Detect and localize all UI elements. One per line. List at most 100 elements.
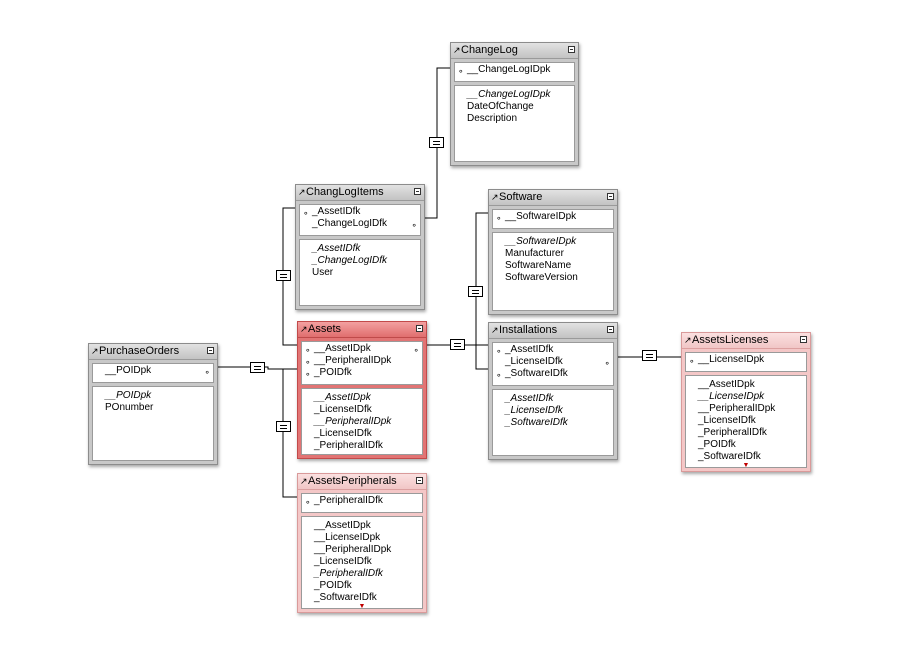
table-assetsperipherals[interactable]: ↗AssetsPeripherals ∘_PeripheralIDfk __Asse… <box>297 473 427 613</box>
table-assetslicenses[interactable]: ↗AssetsLicenses ∘__LicenseIDpk __AssetIDpk… <box>681 332 811 472</box>
relationship-line-assets-assetsperipherals[interactable] <box>282 368 297 498</box>
field-name[interactable]: __LicenseIDpk <box>314 532 381 543</box>
field-name[interactable]: _LicenseIDfk <box>505 405 563 416</box>
expand-arrow-icon[interactable]: ↗ <box>91 346 99 356</box>
key-field-dot-icon: ∘ <box>496 370 502 380</box>
more-fields-arrow-icon[interactable]: ▼ <box>358 603 366 610</box>
field-name[interactable]: _PeripheralIDfk <box>314 568 383 579</box>
equals-join-icon[interactable] <box>429 137 444 148</box>
equals-join-icon[interactable] <box>276 270 291 281</box>
field-name[interactable]: POnumber <box>105 402 154 413</box>
table-header[interactable]: ↗PurchaseOrders <box>89 344 217 360</box>
collapse-toggle-icon[interactable] <box>607 193 614 200</box>
key-field[interactable]: ∘_SoftwareIDfk <box>496 368 611 380</box>
equals-join-icon[interactable] <box>450 339 465 350</box>
collapse-toggle-icon[interactable] <box>568 46 575 53</box>
key-field[interactable]: ∘_AssetIDfk <box>496 344 611 356</box>
collapse-toggle-icon[interactable] <box>800 336 807 343</box>
table-changelog[interactable]: ↗ChangeLog ∘__ChangeLogIDpk __ChangeLogIDp… <box>450 42 579 166</box>
collapse-toggle-icon[interactable] <box>207 347 214 354</box>
table-title: ChangeLog <box>461 44 518 56</box>
field-list: __AssetIDpk_LicenseIDfk__PeripheralIDpk_… <box>301 388 423 455</box>
field-name[interactable]: _LicenseIDfk <box>314 556 372 567</box>
collapse-toggle-icon[interactable] <box>607 326 614 333</box>
field-name[interactable]: Manufacturer <box>505 248 564 259</box>
expand-arrow-icon[interactable]: ↗ <box>300 476 308 486</box>
table-header[interactable]: ↗ChangeLog <box>451 43 578 59</box>
field-name[interactable]: __PeripheralIDpk <box>314 416 392 427</box>
table-title: ChangLogItems <box>306 186 384 198</box>
key-fields: ∘__SoftwareIDpk <box>492 209 614 229</box>
table-changlogitems[interactable]: ↗ChangLogItems ∘_AssetIDfk_ChangeLogIDfk∘… <box>295 184 425 310</box>
table-header[interactable]: ↗AssetsLicenses <box>682 333 810 349</box>
field-name[interactable]: _POIDfk <box>698 439 736 450</box>
field-name[interactable]: __LicenseIDpk <box>698 391 765 402</box>
equals-join-icon[interactable] <box>276 421 291 432</box>
field-name[interactable]: __PeripheralIDpk <box>314 544 392 555</box>
collapse-toggle-icon[interactable] <box>416 325 423 332</box>
field-name[interactable]: _LicenseIDfk <box>314 428 372 439</box>
field-name[interactable]: __AssetIDpk <box>314 520 371 531</box>
key-field[interactable]: _ChangeLogIDfk∘ <box>303 218 418 230</box>
expand-arrow-icon[interactable]: ↗ <box>300 324 308 334</box>
field-name[interactable]: __ChangeLogIDpk <box>467 89 551 100</box>
key-field[interactable]: ∘__SoftwareIDpk <box>496 211 611 223</box>
expand-arrow-icon[interactable]: ↗ <box>491 192 499 202</box>
table-assets[interactable]: ↗Assets ∘__AssetIDpk∘∘__PeripheralIDpk∘_P… <box>297 321 427 459</box>
field-name[interactable]: __AssetIDpk <box>314 392 371 403</box>
key-field[interactable]: __POIDpk∘ <box>96 365 211 377</box>
table-header[interactable]: ↗Installations <box>489 323 617 339</box>
field-name[interactable]: _SoftwareIDfk <box>314 592 377 603</box>
key-fields: ∘_PeripheralIDfk <box>301 493 423 513</box>
field-name[interactable]: Description <box>467 113 518 124</box>
field-list: _AssetIDfk_LicenseIDfk_SoftwareIDfk <box>492 389 614 456</box>
expand-arrow-icon[interactable]: ↗ <box>453 45 461 55</box>
field-name[interactable]: _LicenseIDfk <box>314 404 372 415</box>
key-field-label: __SoftwareIDpk <box>505 211 577 222</box>
equals-join-icon[interactable] <box>250 362 265 373</box>
field-name[interactable]: _POIDfk <box>314 580 352 591</box>
field-name[interactable]: __POIDpk <box>105 390 152 401</box>
field-name[interactable]: __AssetIDpk <box>698 379 755 390</box>
key-field[interactable]: ∘_POIDfk <box>305 367 420 379</box>
key-field[interactable]: ∘__LicenseIDpk <box>689 354 804 366</box>
table-header[interactable]: ↗Software <box>489 190 617 206</box>
field-name[interactable]: _SoftwareIDfk <box>698 451 761 462</box>
field-name[interactable]: _LicenseIDfk <box>698 415 756 426</box>
table-header[interactable]: ↗ChangLogItems <box>296 185 424 201</box>
key-field-label: _AssetIDfk <box>312 206 361 217</box>
field-name[interactable]: _PeripheralIDfk <box>314 440 383 451</box>
key-field[interactable]: ∘_AssetIDfk <box>303 206 418 218</box>
equals-join-icon[interactable] <box>642 350 657 361</box>
field-name[interactable]: SoftwareVersion <box>505 272 578 283</box>
collapse-toggle-icon[interactable] <box>414 188 421 195</box>
field-name[interactable]: __PeripheralIDpk <box>698 403 776 414</box>
field-name[interactable]: _AssetIDfk <box>312 243 361 254</box>
collapse-toggle-icon[interactable] <box>416 477 423 484</box>
field-name[interactable]: User <box>312 267 334 278</box>
table-installations[interactable]: ↗Installations∘_AssetIDfk_LicenseIDfk∘∘_… <box>488 322 618 460</box>
table-title: AssetsLicenses <box>692 334 769 346</box>
expand-arrow-icon[interactable]: ↗ <box>491 325 499 335</box>
key-fields: ∘__LicenseIDpk <box>685 352 807 372</box>
key-field[interactable]: _LicenseIDfk∘ <box>496 356 611 368</box>
key-field[interactable]: ∘__PeripheralIDpk <box>305 355 420 367</box>
field-name[interactable]: _ChangeLogIDfk <box>312 255 388 266</box>
field-name[interactable]: DateOfChange <box>467 101 534 112</box>
equals-join-icon[interactable] <box>468 286 483 297</box>
field-name[interactable]: _PeripheralIDfk <box>698 427 767 438</box>
field-name[interactable]: __SoftwareIDpk <box>505 236 577 247</box>
key-field[interactable]: ∘__AssetIDpk∘ <box>305 343 420 355</box>
field-name[interactable]: _AssetIDfk <box>505 393 554 404</box>
field-name[interactable]: SoftwareName <box>505 260 572 271</box>
table-header[interactable]: ↗AssetsPeripherals <box>298 474 426 490</box>
key-field[interactable]: ∘_PeripheralIDfk <box>305 495 420 507</box>
key-field[interactable]: ∘__ChangeLogIDpk <box>458 64 572 76</box>
expand-arrow-icon[interactable]: ↗ <box>684 335 692 345</box>
field-name[interactable]: _SoftwareIDfk <box>505 417 568 428</box>
more-fields-arrow-icon[interactable]: ▼ <box>742 462 750 469</box>
table-header[interactable]: ↗Assets <box>298 322 426 338</box>
expand-arrow-icon[interactable]: ↗ <box>298 187 306 197</box>
